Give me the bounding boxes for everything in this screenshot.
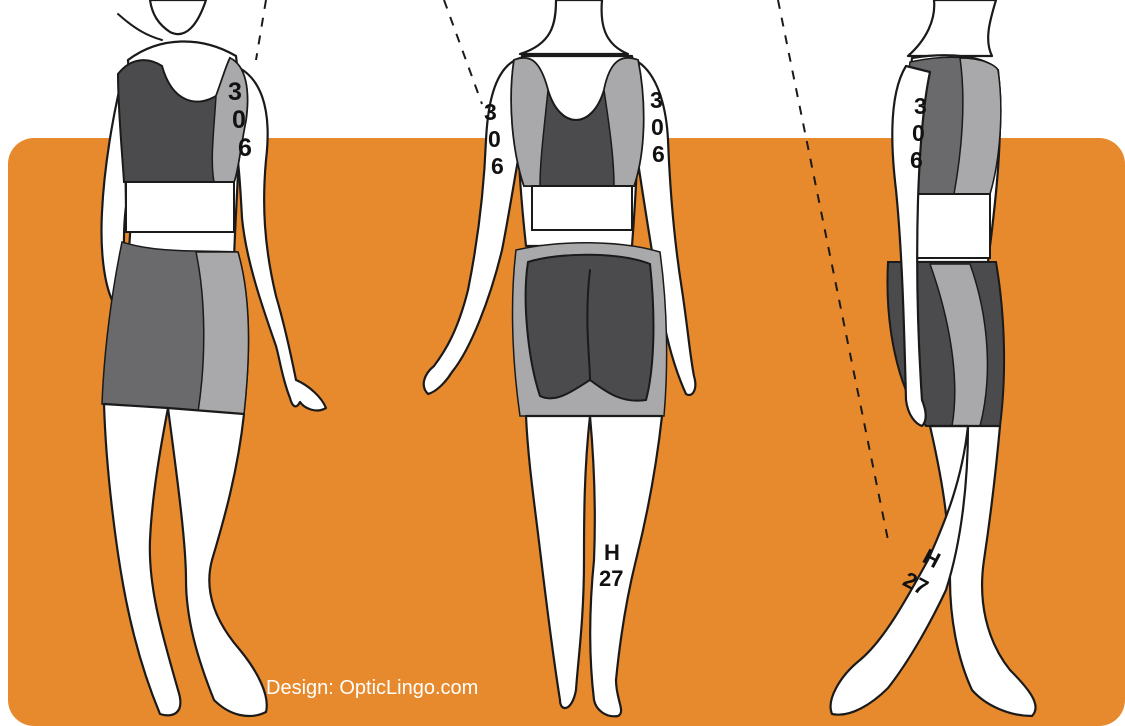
side-arm-digit: 6 (910, 147, 923, 173)
side-arm-digit: 3 (914, 93, 927, 119)
pointer-line-2 (444, 0, 482, 104)
front-arm-digit: 0 (232, 106, 246, 134)
back-leg-label: H (604, 540, 620, 565)
back-left-arm-digit: 3 (484, 99, 497, 125)
front-arm-digit: 3 (228, 78, 242, 106)
back-leg-label: 27 (599, 566, 623, 591)
back-right-arm-digit: 6 (652, 141, 665, 167)
back-right-arm-digit: 0 (651, 114, 664, 140)
pointer-line-1 (256, 0, 266, 60)
side-arm-digit: 0 (912, 120, 925, 146)
front-arm-digit: 6 (238, 134, 252, 162)
design-credit: Design: OpticLingo.com (266, 677, 478, 699)
back-right-arm-digit: 3 (650, 87, 663, 113)
back-left-arm-digit: 0 (488, 126, 501, 152)
back-left-arm-digit: 6 (491, 153, 504, 179)
